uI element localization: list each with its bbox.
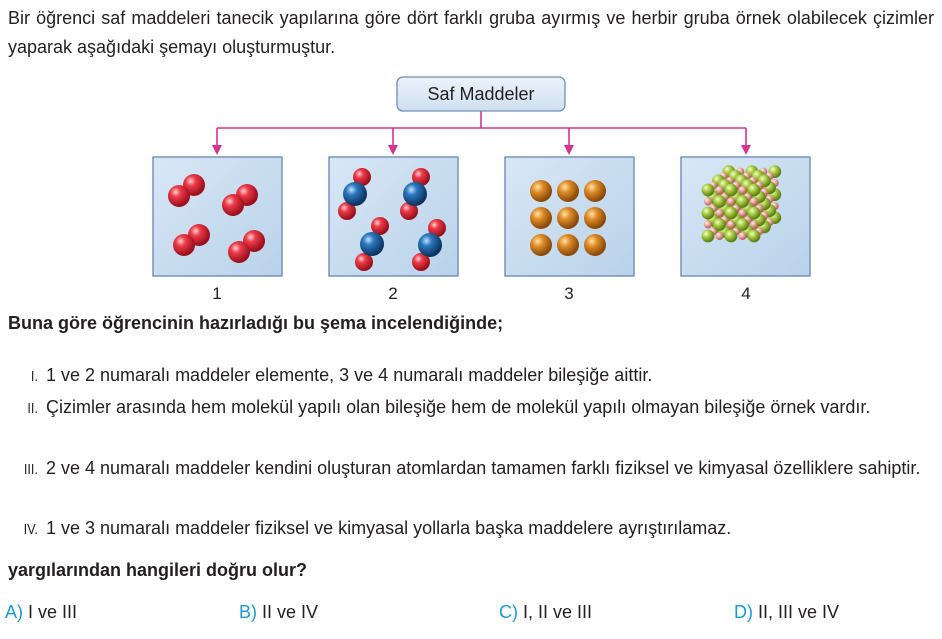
green-ion (747, 206, 761, 220)
green-ion (747, 229, 761, 243)
statement-text: Çizimler arasında hem molekül yapılı ola… (46, 397, 871, 417)
choice-letter: A) (5, 602, 23, 622)
statement-3: III. 2 ve 4 numaralı maddeler kendini ol… (8, 454, 934, 483)
molecule (355, 217, 389, 271)
pink-ion (750, 220, 758, 229)
molecule (222, 184, 258, 216)
green-ion (713, 218, 726, 231)
box-4-ionic-lattice (680, 156, 811, 277)
pink-ion (704, 220, 712, 229)
statement-numeral: III. (23, 461, 38, 478)
box-number-2: 2 (388, 284, 398, 303)
green-ion (736, 195, 749, 208)
green-ion (747, 183, 761, 197)
statement-2: II. Çizimler arasında hem molekül yapılı… (8, 393, 934, 422)
pink-ion (715, 209, 724, 217)
green-ion (724, 206, 738, 220)
choice-text: I, II ve III (523, 602, 593, 622)
molecule (412, 219, 446, 271)
box-2-triatomic-compound (328, 156, 459, 277)
pink-ion (727, 220, 735, 229)
pure-substances-diagram (152, 76, 811, 277)
pink-ion (750, 197, 758, 206)
pink-ion (738, 232, 747, 240)
root-label: Saf Maddeler (427, 84, 535, 104)
green-ion (701, 229, 715, 243)
question-intro: Bir öğrenci saf maddeleri tanecik yapıla… (8, 8, 934, 57)
pink-ion (715, 186, 724, 194)
pink-ion (727, 197, 735, 206)
green-ion (713, 195, 726, 208)
choice-text: I ve III (28, 602, 78, 622)
box-number-1: 1 (212, 284, 222, 303)
statement-numeral: I. (30, 368, 38, 385)
choice-letter: D) (734, 602, 753, 622)
choice-d[interactable]: D) II, III ve IV (734, 602, 839, 623)
statement-4: IV. 1 ve 3 numaralı maddeler fiziksel ve… (8, 514, 934, 543)
green-ion (724, 183, 738, 197)
box-number-3: 3 (564, 284, 574, 303)
pink-ion (738, 209, 747, 217)
statement-numeral: II. (27, 400, 38, 417)
statement-numeral: IV. (23, 521, 38, 538)
molecule (228, 230, 265, 263)
statement-1: I. 1 ve 2 numaralı maddeler elemente, 3 … (8, 361, 934, 390)
choice-letter: C) (499, 602, 518, 622)
diagram-connectors (212, 111, 751, 155)
green-ion (701, 206, 715, 220)
choice-letter: B) (239, 602, 257, 622)
pink-ion (738, 186, 747, 194)
box-3-atom-grid (504, 156, 635, 277)
question-prompt: Buna göre öğrencinin hazırladığı bu şema… (8, 313, 504, 333)
box-number-4: 4 (741, 284, 751, 303)
statement-text: 1 ve 3 numaralı maddeler fiziksel ve kim… (46, 518, 732, 538)
question-text: yargılarından hangileri doğru olur? (8, 560, 308, 580)
green-ion (724, 229, 738, 243)
molecule (338, 168, 371, 220)
statement-text: 1 ve 2 numaralı maddeler elemente, 3 ve … (46, 365, 653, 385)
statement-text: 2 ve 4 numaralı maddeler kendini oluştur… (46, 458, 921, 478)
choice-a[interactable]: A) I ve III (5, 602, 77, 623)
choice-c[interactable]: C) I, II ve III (499, 602, 592, 623)
choice-text: II, III ve IV (758, 602, 840, 622)
root-node (396, 76, 566, 112)
molecule (173, 224, 210, 256)
choice-b[interactable]: B) II ve IV (239, 602, 318, 623)
pink-ion (715, 232, 724, 240)
molecule (400, 168, 430, 220)
green-ion (701, 183, 715, 197)
box-1-diatomic-element (152, 156, 283, 277)
choice-text: II ve IV (262, 602, 319, 622)
pink-ion (704, 197, 712, 206)
green-ion (736, 218, 749, 231)
molecule (168, 174, 205, 207)
